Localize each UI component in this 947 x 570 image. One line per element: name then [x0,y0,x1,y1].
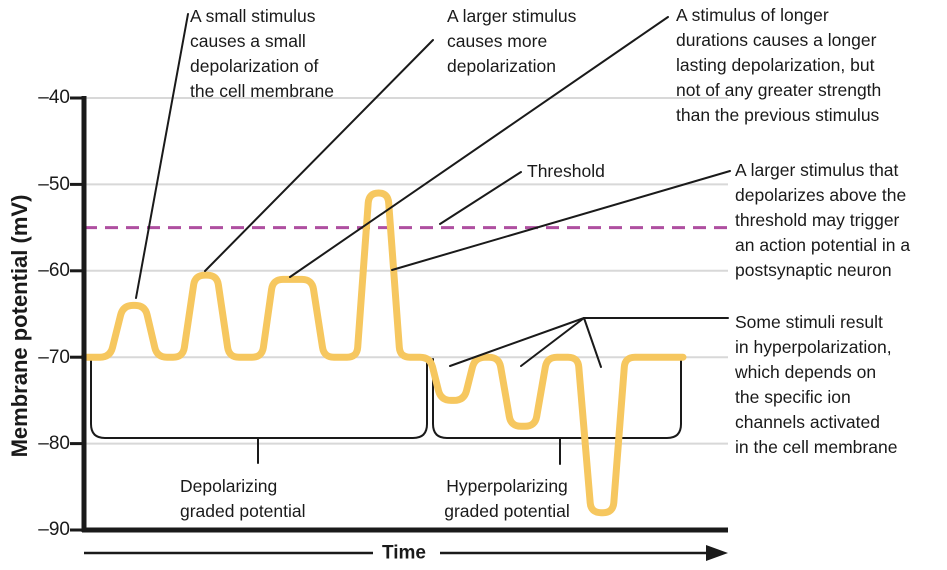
time-arrowhead [706,545,728,561]
ytick-minus40: –40 [38,87,70,108]
ytick-minus70: –70 [38,347,70,368]
pointer-hyperpolarization-fan2 [520,317,585,367]
threshold-label: Threshold [527,161,605,181]
gridlines [84,97,728,445]
pointer-threshold [439,171,522,225]
annotation-small-stimulus: A small stimulus causes a small depolari… [190,6,334,101]
ytick-minus80: –80 [38,433,70,454]
axes [81,96,728,533]
label-hyperpolarizing-graded-potential: Hyperpolarizing graded potential [444,476,570,521]
label-depolarizing-graded-potential: Depolarizing graded potential [180,476,306,521]
membrane-potential-trace [80,189,687,517]
y-axis-label: Membrane potential (mV) [7,194,32,458]
annotation-hyperpolarization: Some stimuli result in hyperpolarization… [735,312,898,457]
annotation-larger-stimulus: A larger stimulus causes more depolariza… [447,6,577,76]
hyperpolarizing-brace [432,358,682,439]
pointer-hyperpolarization-fan3 [583,317,602,368]
annotation-above-threshold: A larger stimulus that depolarizes above… [735,160,911,280]
annotation-longer-stimulus: A stimulus of longer durations causes a … [676,5,882,125]
ytick-minus90: –90 [38,519,70,540]
ytick-minus50: –50 [38,174,70,195]
pointer-larger-stimulus [204,39,434,272]
depolarizing-brace [90,358,428,439]
braces [90,358,682,465]
pointer-longer-stimulus [289,16,669,278]
y-axis-ticks [70,96,82,532]
pointer-lines [135,13,731,368]
pointer-hyperpolarization-fan1 [449,317,585,367]
ytick-minus60: –60 [38,260,70,281]
time-arrow [84,545,728,561]
pointer-small-stimulus [135,13,189,299]
membrane-potential-trace-path [80,189,687,517]
x-axis-label: Time [372,543,436,563]
pointer-above-threshold [391,170,731,271]
